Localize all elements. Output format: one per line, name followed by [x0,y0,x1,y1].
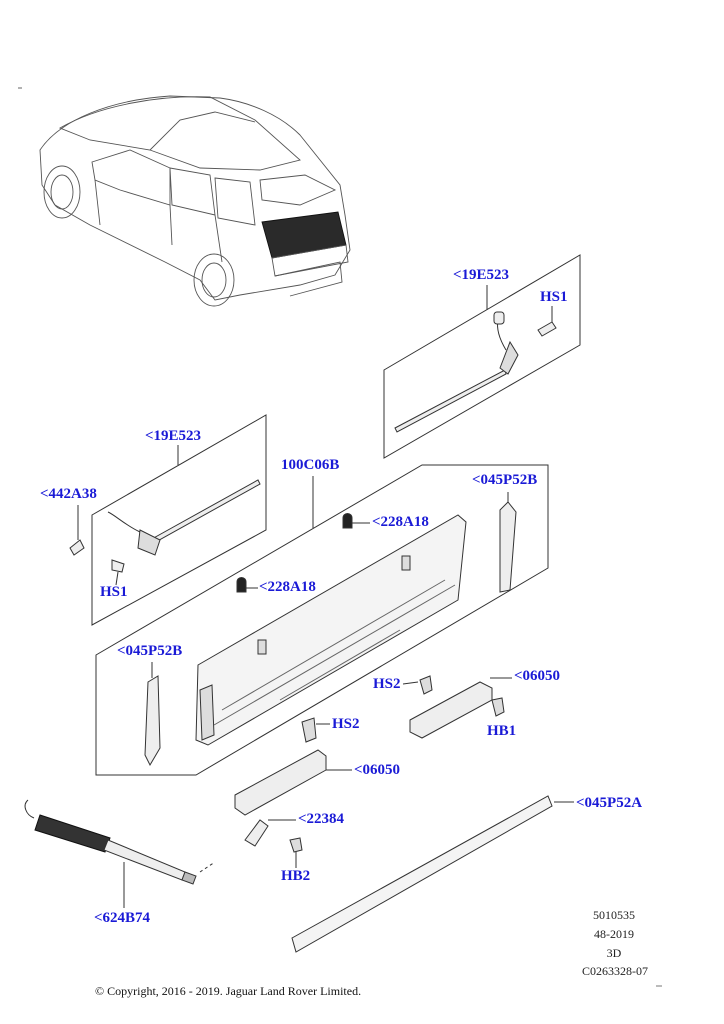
callout-strut-624: <624B74 [94,910,151,926]
rod-bracket [499,340,519,375]
hs1-bolt [537,321,557,337]
bracket-06050-mid [234,749,327,816]
callout-seal-045-left: <045P52B [117,643,183,659]
box-panel [95,464,549,776]
leader-line [402,681,419,685]
rod-bracket [137,529,161,556]
panel-slot [257,639,267,655]
rod-connector [493,311,505,325]
copyright-notice: © Copyright, 2016 - 2019. Jaguar Land Ro… [95,984,362,998]
callout-rod-upper: <19E523 [453,267,510,283]
hs2-bolt-right [419,675,433,695]
date-code: 48-2019 [594,927,634,941]
box-outline [91,414,267,626]
callout-hb1: HB1 [487,723,517,739]
trim-045-long [291,795,574,953]
hs1-bolt-left [111,559,125,573]
gas-strut-624 [24,799,216,908]
callout-hs1-upper: HS1 [540,289,568,305]
hb1-bolt [491,697,505,717]
tailgate-panel [195,514,467,746]
vehicle-illustration [18,87,351,307]
clip-442 [69,539,85,556]
torsion-rod [149,479,261,545]
box-outline [95,464,549,776]
callout-seal-045-right: <045P52B [472,472,538,488]
callout-plug-228-top: <228A18 [372,514,429,530]
callout-plug-228-mid: <228A18 [259,579,316,595]
hb2-bolt [289,837,303,853]
seal-045-left [144,675,161,767]
box-upper-rod [383,254,581,459]
hs2-bolt-mid [301,717,317,743]
callout-bracket-06050-right: <06050 [514,668,561,684]
seal-045-right [499,501,517,593]
callout-strap-22384: <22384 [298,811,345,827]
plug-228-mid [236,577,247,593]
callout-hs1-left: HS1 [100,584,128,600]
strap-22384 [244,819,269,847]
view-type: 3D [606,946,622,960]
bracket-group-mid [234,717,352,868]
box-outline [383,254,581,459]
callout-hs2-mid: HS2 [332,716,360,732]
callout-hs2-right: HS2 [373,676,401,692]
bracket-06050-right [409,681,493,739]
leader-line [115,571,119,586]
callout-panel: 100C06B [281,457,340,473]
rod-link [107,511,141,533]
panel-slot [401,555,411,571]
bracket-group-right [402,675,512,739]
callout-rod-left: <19E523 [145,428,202,444]
torsion-rod [394,369,507,433]
callout-hb2: HB2 [281,868,311,884]
callout-clip-442: <442A38 [40,486,97,502]
drawing-id: C0263328-07 [582,964,648,978]
ref-number: 5010535 [593,908,635,922]
box-left-rod [69,414,267,626]
callout-bracket-06050-mid: <06050 [354,762,401,778]
plug-228-top [342,513,353,529]
callout-trim-045-long: <045P52A [576,795,643,811]
